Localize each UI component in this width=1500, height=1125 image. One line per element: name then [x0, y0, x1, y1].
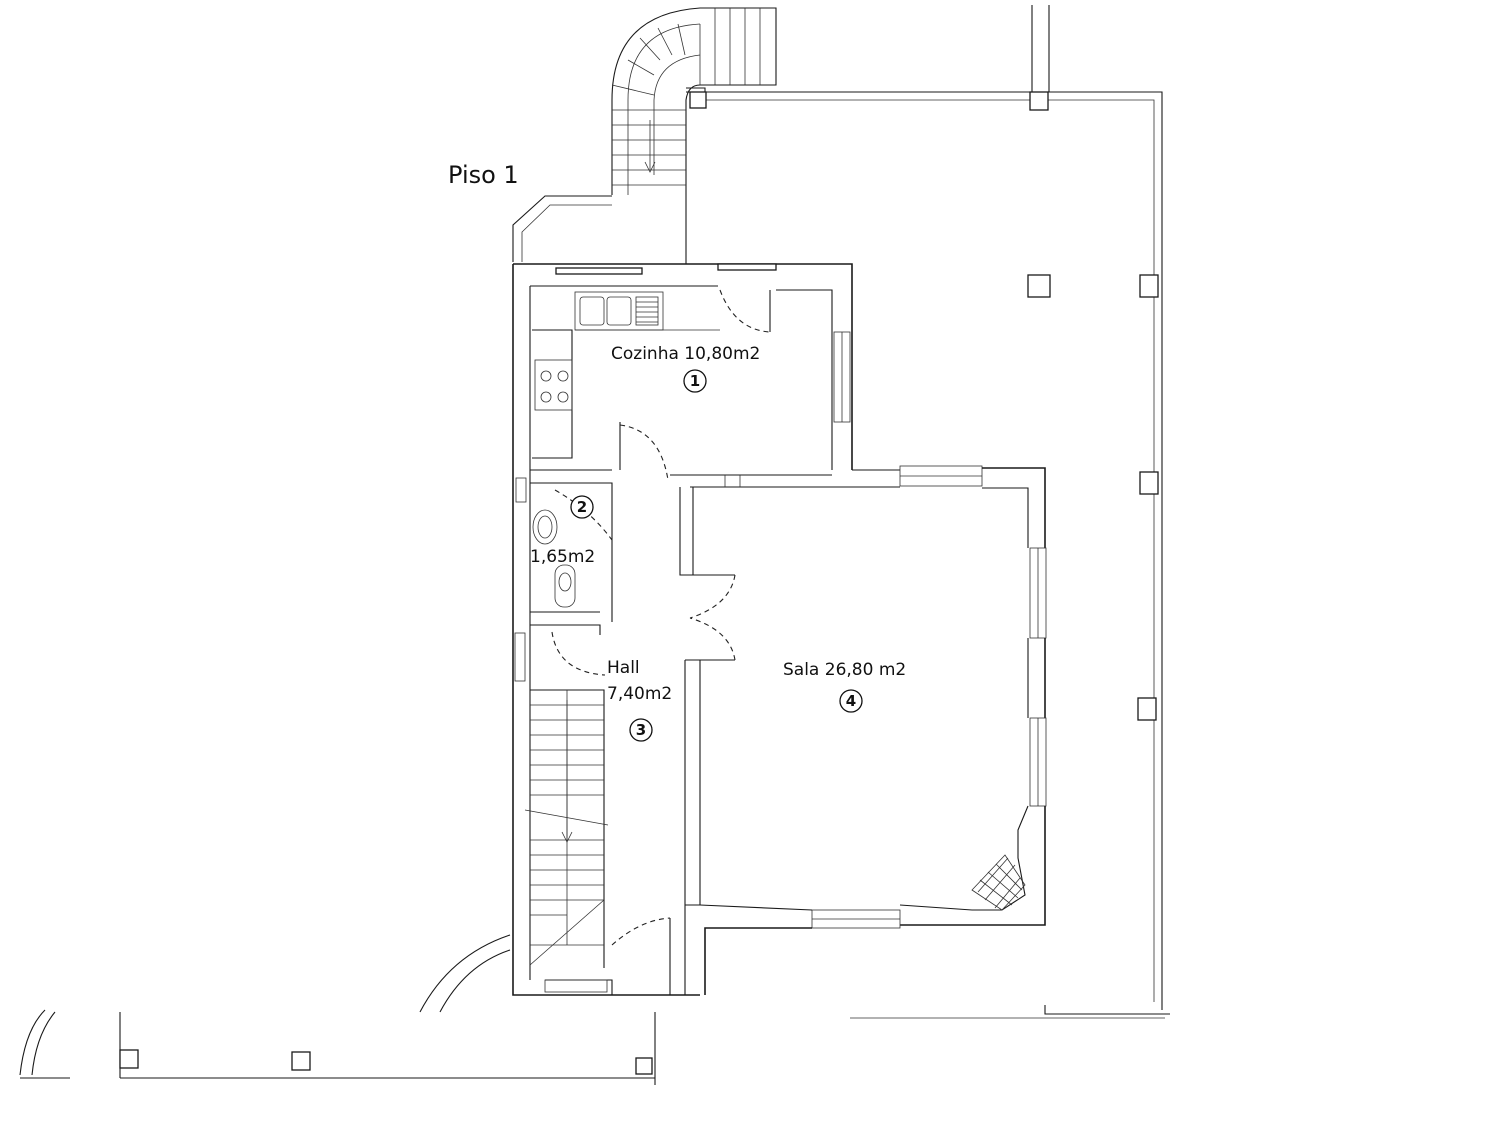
- floor-title: Piso 1: [448, 161, 519, 189]
- room-name-hall: Hall: [607, 658, 640, 678]
- room-name-cozinha: Cozinha 10,80m2: [611, 344, 760, 364]
- building-walls: [512, 263, 1047, 996]
- fireplace: [971, 854, 1026, 911]
- hall-stair-door: [551, 631, 606, 676]
- kitchen-counter: [532, 291, 720, 459]
- lower-terrace: [19, 934, 1165, 1085]
- hall-sala-double-door: [689, 574, 736, 661]
- terrace-columns: [689, 91, 1159, 721]
- interior-staircase: [524, 690, 609, 966]
- exterior-stair: [611, 7, 777, 195]
- room-label-cozinha: Cozinha 10,80m2 1: [611, 344, 760, 393]
- hall-kitchen-door: [619, 422, 669, 481]
- terrace-outline: [686, 5, 1170, 1015]
- room-number-cozinha: 1: [690, 372, 700, 390]
- room-name-sala: Sala 26,80 m2: [783, 660, 906, 680]
- room-label-hall: Hall 7,40m2 3: [607, 658, 672, 742]
- room-number-hall: 3: [636, 721, 646, 739]
- room-name-wc: 1,65m2: [530, 547, 595, 567]
- room-number-wc: 2: [577, 498, 587, 516]
- entrance-door: [611, 917, 671, 995]
- room-area-hall: 7,40m2: [607, 684, 672, 704]
- room-number-sala: 4: [846, 692, 856, 710]
- kitchen-door: [719, 289, 771, 333]
- room-label-wc: 2 1,65m2: [530, 495, 595, 567]
- entrance-landing: [512, 195, 687, 264]
- room-label-sala: Sala 26,80 m2 4: [783, 660, 906, 713]
